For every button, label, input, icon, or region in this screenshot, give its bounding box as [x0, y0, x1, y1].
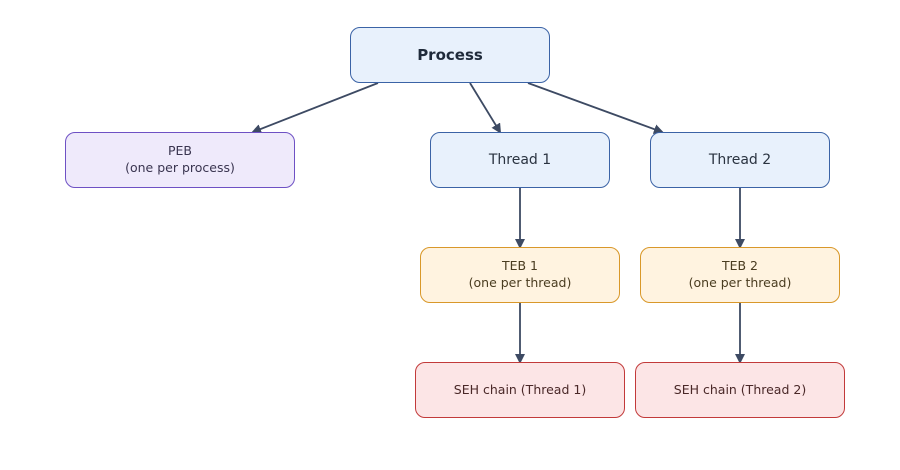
- thread1-node: Thread 1: [430, 132, 610, 188]
- teb1-title: TEB 1: [501, 258, 539, 274]
- teb1-node: TEB 1 (one per thread): [420, 247, 620, 303]
- edge-process-to-peb: [251, 82, 379, 134]
- process-label: Process: [417, 45, 483, 64]
- peb-subtitle: (one per process): [125, 160, 235, 175]
- process-node: Process: [350, 27, 550, 83]
- teb2-node: TEB 2 (one per thread): [640, 247, 840, 303]
- peb-node: PEB (one per process): [65, 132, 295, 188]
- teb1-subtitle: (one per thread): [468, 275, 572, 290]
- peb-title: PEB: [167, 143, 192, 159]
- seh1-node: SEH chain (Thread 1): [415, 362, 625, 418]
- teb2-subtitle: (one per thread): [688, 275, 792, 290]
- thread2-label: Thread 2: [708, 151, 772, 168]
- seh1-label: SEH chain (Thread 1): [453, 381, 587, 397]
- seh2-node: SEH chain (Thread 2): [635, 362, 845, 418]
- teb2-title: TEB 2: [721, 258, 759, 274]
- edge-process-to-thread2: [527, 82, 664, 134]
- edge-process-to-thread1: [469, 82, 502, 134]
- thread1-label: Thread 1: [488, 151, 552, 168]
- thread2-node: Thread 2: [650, 132, 830, 188]
- seh2-label: SEH chain (Thread 2): [673, 381, 807, 397]
